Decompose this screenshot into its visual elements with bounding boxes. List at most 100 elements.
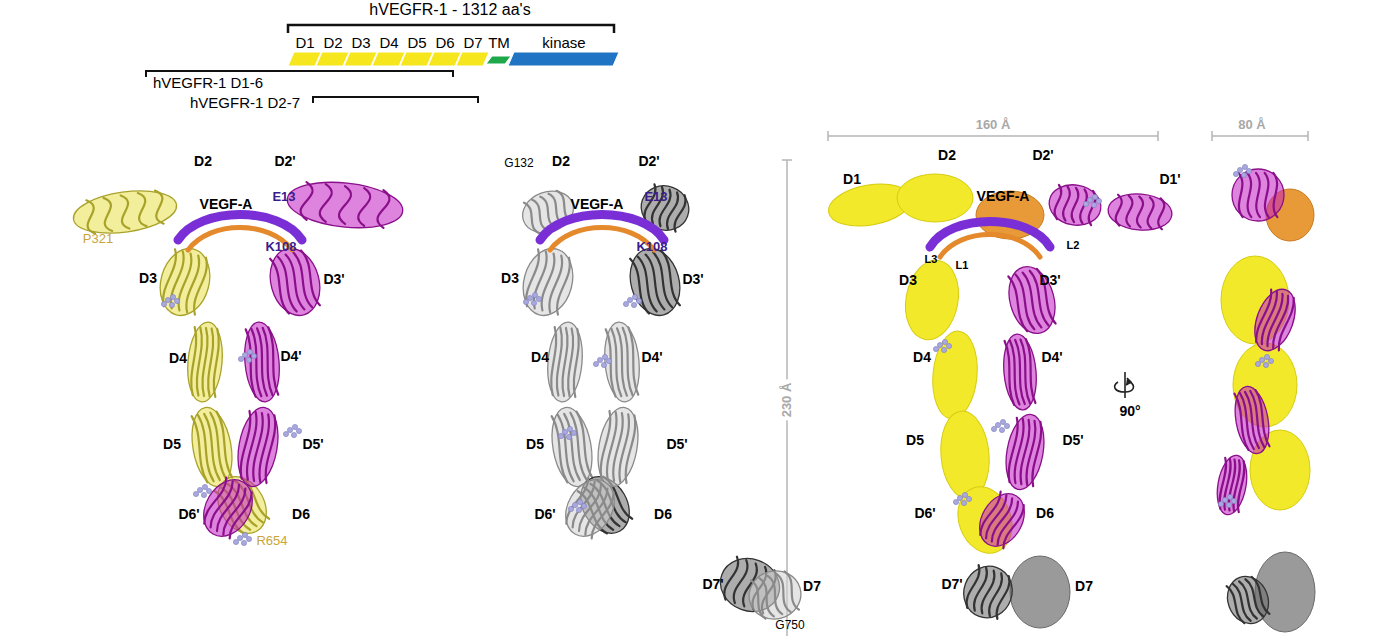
domain-ribbon [1046,181,1104,229]
surface-blob [949,479,1021,561]
glycan-sticks [593,354,611,367]
glycan-sticks [953,492,971,505]
residue-label: G132 [504,157,533,170]
domain-label: D5' [1062,433,1083,448]
domain-ribbon [285,177,405,233]
glycan-sticks [193,484,211,497]
domain-label: D2 [316,34,350,52]
loop-label: L1 [956,259,969,271]
residue-label: P321 [83,232,113,246]
domain-label: D6 [1036,506,1054,521]
domain-label: D5 [906,433,924,448]
domain-label: D4 [531,350,549,365]
glycan-sticks [1233,164,1251,177]
domain-ribbon [545,321,586,404]
panel-ribbon-1 [71,177,405,546]
domain-label: D7' [941,577,962,592]
residue-label: E13 [272,190,295,204]
domain-label: D4 [913,350,931,365]
glycan-sticks [161,294,179,307]
glycan-sticks [933,339,951,352]
domain-label: D3 [344,34,378,52]
domain-ribbon [592,404,643,489]
segment-fill [288,52,321,66]
bracket [313,97,478,103]
construct-label: hVEGFR-1 D1-6 [153,75,263,92]
dimension-line [1212,131,1308,141]
domain-label: D2 [552,154,570,169]
domain-ribbon [185,321,226,404]
segment-shape [456,52,490,68]
domain-label: D4' [280,349,301,364]
dimension-line [828,131,1158,141]
residue-label: K108 [265,240,296,254]
domain-label: D5' [302,437,323,452]
panel-surface-3 [825,174,1173,628]
domain-ribbon [602,321,643,404]
segment-fill [372,52,405,66]
domain-label: D3 [501,271,519,286]
domain-label: D3' [1039,273,1060,288]
rotation-symbol [1115,372,1134,398]
residue-label: E13 [644,190,667,204]
dimension-label: 160 Å [976,118,1011,132]
domain-label: D3' [323,272,344,287]
domain-label: D4' [641,350,662,365]
domain-label: D4 [169,351,187,366]
glycan-sticks [233,532,251,545]
dimension-lines [782,131,1308,636]
domain-label: D3' [682,272,703,287]
construct-label: hVEGFR-1 D2-7 [190,95,300,112]
domain-ribbon [1232,169,1284,221]
segment-shape [508,52,620,68]
domain-label: TM [486,34,512,52]
dimension-label: 230 Å [780,380,794,421]
domain-ribbon [623,243,687,321]
domain-label: D2 [938,148,956,163]
domain-ribbon [957,559,1020,624]
domain-label: kinase [508,34,620,52]
domain-label: VEGF-A [200,197,253,212]
segment-fill [344,52,377,66]
domain-label: D6' [914,506,935,521]
domain-ribbon [1002,261,1062,338]
glycan-sticks [568,499,586,512]
domain-label: D6' [534,507,555,522]
domain-label: D5 [526,437,544,452]
glycan-sticks [523,292,541,305]
domain-ribbon [1107,191,1174,232]
domain-label: D1 [288,34,322,52]
panel-ribbon-2 [516,179,806,625]
domain-label: D5' [666,437,687,452]
domain-label: D3 [139,271,157,286]
domain-label: VEGF-A [977,189,1030,204]
domain-label: D2' [638,154,659,169]
loop-label: L3 [925,253,938,265]
domain-label: D2' [1032,148,1053,163]
domain-ribbon [242,321,283,404]
domain-label: D1' [1159,172,1180,187]
domain-ribbon [1001,411,1050,492]
domain-segment: D7 [456,34,490,68]
domain-label: VEGF-A [571,197,624,212]
glycan-sticks [238,349,256,362]
domain-segment: kinase [508,34,620,68]
segment-fill [508,52,619,66]
domain-ribbon [263,243,327,321]
domain-label: D2 [194,154,212,169]
residue-label: R654 [256,534,287,548]
glycan-sticks [991,419,1009,432]
surface-blob [929,329,981,421]
domain-label: D1 [843,172,861,187]
domain-label: D7 [803,579,821,594]
domain-label: D3 [899,273,917,288]
glycan-sticks [283,424,301,437]
domain-ribbon [232,404,283,489]
segment-fill [456,52,489,66]
domain-ribbon [1213,453,1251,517]
glycan-sticks [558,426,576,439]
domain-ribbon [186,404,237,489]
domain-ribbon [516,243,580,321]
domain-ribbon [546,404,597,489]
domain-label: D5 [163,437,181,452]
